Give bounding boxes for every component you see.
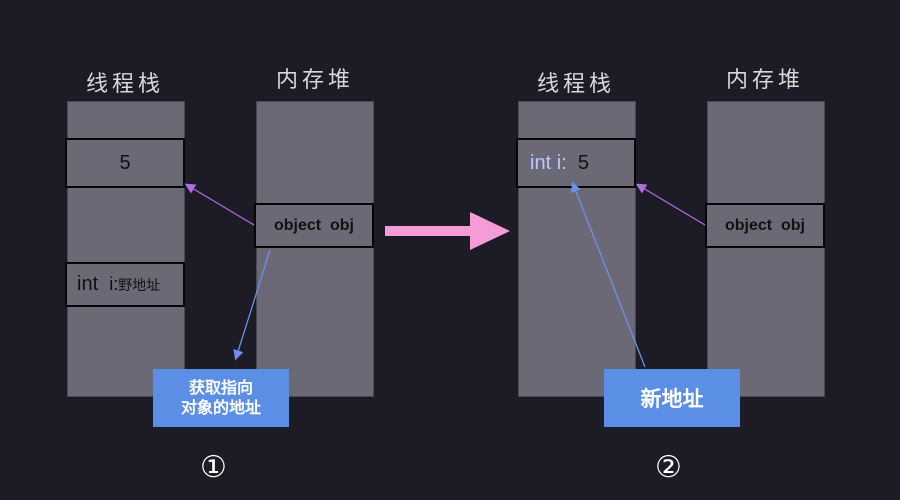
- get-address-label: 获取指向 对象的地址: [153, 369, 289, 427]
- stack-title-2: 线程栈: [536, 72, 615, 97]
- transition-arrow: [385, 212, 510, 250]
- memory-heap-1: [256, 101, 374, 397]
- new-address-label: 新地址: [604, 369, 740, 427]
- heap-object-text: object obj: [274, 216, 354, 234]
- int-name: i:: [109, 274, 119, 294]
- step-number-2: ②: [655, 450, 682, 485]
- label-line-1: 获取指向: [188, 378, 253, 397]
- label-line-2: 对象的地址: [180, 398, 261, 417]
- new-address-text: 新地址: [640, 387, 704, 411]
- int-variable-cell-1: int i: 野地址: [65, 262, 185, 307]
- pointer-arrow-heap-to-stack-1: [184, 183, 255, 226]
- pointer-arrow-heap-to-label-1: [233, 249, 271, 361]
- step-number-1: ①: [200, 450, 227, 485]
- wild-address-note: 野地址: [118, 277, 161, 294]
- memory-heap-2: [707, 101, 825, 397]
- heap-title-2: 内存堆: [725, 68, 804, 93]
- heap-object-text-2: object obj: [725, 216, 805, 234]
- heap-object-cell-1: object obj: [254, 203, 374, 248]
- pointer-arrow-label-to-int-2: [571, 181, 646, 368]
- int-value-cell-2: int i: 5: [516, 138, 636, 188]
- pointer-arrow-heap-to-stack-2: [635, 183, 706, 226]
- stack-value-cell-1: 5: [65, 138, 185, 188]
- int-keyword: int: [77, 273, 99, 295]
- stack-title-1: 线程栈: [85, 72, 164, 97]
- int-name-2: i:: [556, 151, 567, 174]
- stack-value-text: 5: [119, 151, 131, 174]
- int-value-2: 5: [577, 151, 589, 174]
- heap-object-cell-2: object obj: [705, 203, 825, 248]
- heap-title-1: 内存堆: [275, 68, 354, 93]
- int-keyword-2: int: [530, 151, 552, 174]
